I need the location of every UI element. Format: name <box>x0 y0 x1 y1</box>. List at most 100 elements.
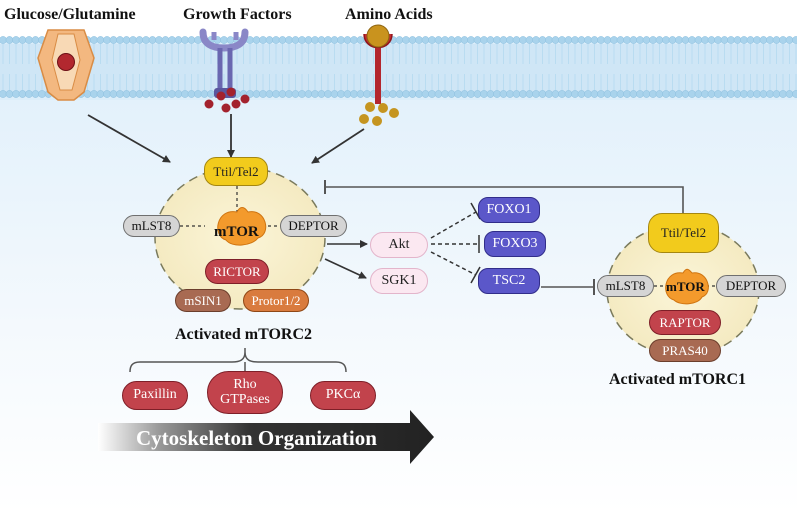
lipid-head <box>259 36 267 44</box>
lipid-head <box>759 36 768 44</box>
lipid-head <box>480 90 488 98</box>
lipid-head <box>402 36 410 44</box>
lipid-head <box>616 36 625 44</box>
cytoskeleton-organization-label: Cytoskeleton Organization <box>136 426 377 450</box>
lipid-head <box>707 36 716 44</box>
mtorc2-mtor-label: mTOR <box>214 224 259 240</box>
lipid-head <box>109 36 118 44</box>
akt: Akt <box>370 232 428 258</box>
lipid-head <box>291 36 300 44</box>
lipid-head <box>304 36 313 44</box>
lipid-head <box>265 90 274 98</box>
lipid-head <box>38 90 46 98</box>
mtorc1-mtor-label: mTOR <box>666 279 705 294</box>
lipid-head <box>467 90 475 98</box>
lipid-head <box>350 36 358 44</box>
lipid-head <box>577 36 586 44</box>
lipid-head <box>434 90 443 98</box>
lipid-head <box>148 90 157 98</box>
lipid-head <box>109 90 118 98</box>
lipid-head <box>694 90 703 98</box>
lipid-head <box>616 90 625 98</box>
lipid-head <box>5 90 14 98</box>
lipid-head <box>681 36 690 44</box>
lipid-head <box>25 90 33 98</box>
lipid-head <box>161 36 170 44</box>
amino-acid-arrow <box>311 128 365 164</box>
mtorc2-to-sgk1-arrow <box>324 258 367 279</box>
lipid-head <box>0 90 7 98</box>
lipid-head <box>135 36 144 44</box>
lipid-head <box>220 36 228 44</box>
lipid-head <box>174 36 183 44</box>
mtorc2-title: Activated mTORC2 <box>175 326 313 343</box>
lipid-head <box>18 90 27 98</box>
lipid-head <box>779 90 787 98</box>
lipid-head <box>668 90 677 98</box>
lipid-head <box>584 36 592 44</box>
lipid-head <box>408 36 417 44</box>
lipid-head <box>96 36 105 44</box>
lipid-head <box>629 90 638 98</box>
lipid-head <box>304 90 313 98</box>
rho-gtpases-line2: GTPases <box>220 391 270 407</box>
lipid-head <box>629 36 638 44</box>
mtorc2-mtor-blob <box>217 207 267 246</box>
lipid-head <box>512 90 521 98</box>
lipid-head <box>668 36 677 44</box>
lipid-head <box>746 36 755 44</box>
lipid-head <box>103 36 111 44</box>
lipid-head <box>174 90 183 98</box>
lipid-head <box>525 90 534 98</box>
lipid-head <box>636 36 644 44</box>
lipid-head <box>395 90 404 98</box>
lipid-head <box>421 36 430 44</box>
growth-factors-label: Growth Factors <box>183 6 292 23</box>
lipid-head <box>194 90 202 98</box>
lipid-head <box>421 90 430 98</box>
mtorc2-msin1: mSIN1 <box>175 289 231 312</box>
lipid-head <box>649 36 657 44</box>
lipid-head <box>486 90 495 98</box>
lipid-head <box>298 90 306 98</box>
lipid-head <box>733 36 742 44</box>
lipid-head <box>558 90 566 98</box>
lipid-head <box>584 90 592 98</box>
lipid-head <box>720 36 729 44</box>
lipid-head <box>129 36 137 44</box>
mtorc2-ttil-tel2: Ttil/Tel2 <box>204 157 268 186</box>
lipid-head <box>779 36 787 44</box>
lipid-head <box>772 90 781 98</box>
lipid-head <box>415 36 423 44</box>
growth-factor-receptor-icon <box>199 28 250 113</box>
mtorc2-deptor: DEPTOR <box>280 215 347 237</box>
lipid-head <box>538 90 547 98</box>
lipid-head <box>0 36 7 44</box>
lipid-head <box>532 90 540 98</box>
foxo1: FOXO1 <box>478 197 540 223</box>
mtorc1-mlst8: mLST8 <box>597 275 654 297</box>
lipid-head <box>525 36 534 44</box>
lipid-head <box>324 36 332 44</box>
lipid-head <box>473 90 482 98</box>
lipid-head <box>746 90 755 98</box>
lipid-head <box>753 90 761 98</box>
lipid-head <box>265 36 274 44</box>
lipid-head <box>408 90 417 98</box>
lipid-head <box>285 90 293 98</box>
lipid-head <box>662 90 670 98</box>
lipid-head <box>148 36 157 44</box>
lipid-head <box>545 90 553 98</box>
lipid-head <box>551 90 560 98</box>
lipid-head <box>259 90 267 98</box>
lipid-head <box>187 36 196 44</box>
lipid-head <box>122 90 131 98</box>
lipid-head <box>395 36 404 44</box>
lipid-head <box>142 90 150 98</box>
lipid-head <box>603 90 612 98</box>
lipid-head <box>454 36 462 44</box>
lipid-head <box>389 90 397 98</box>
lipid-head <box>571 90 579 98</box>
lipid-head <box>428 36 436 44</box>
